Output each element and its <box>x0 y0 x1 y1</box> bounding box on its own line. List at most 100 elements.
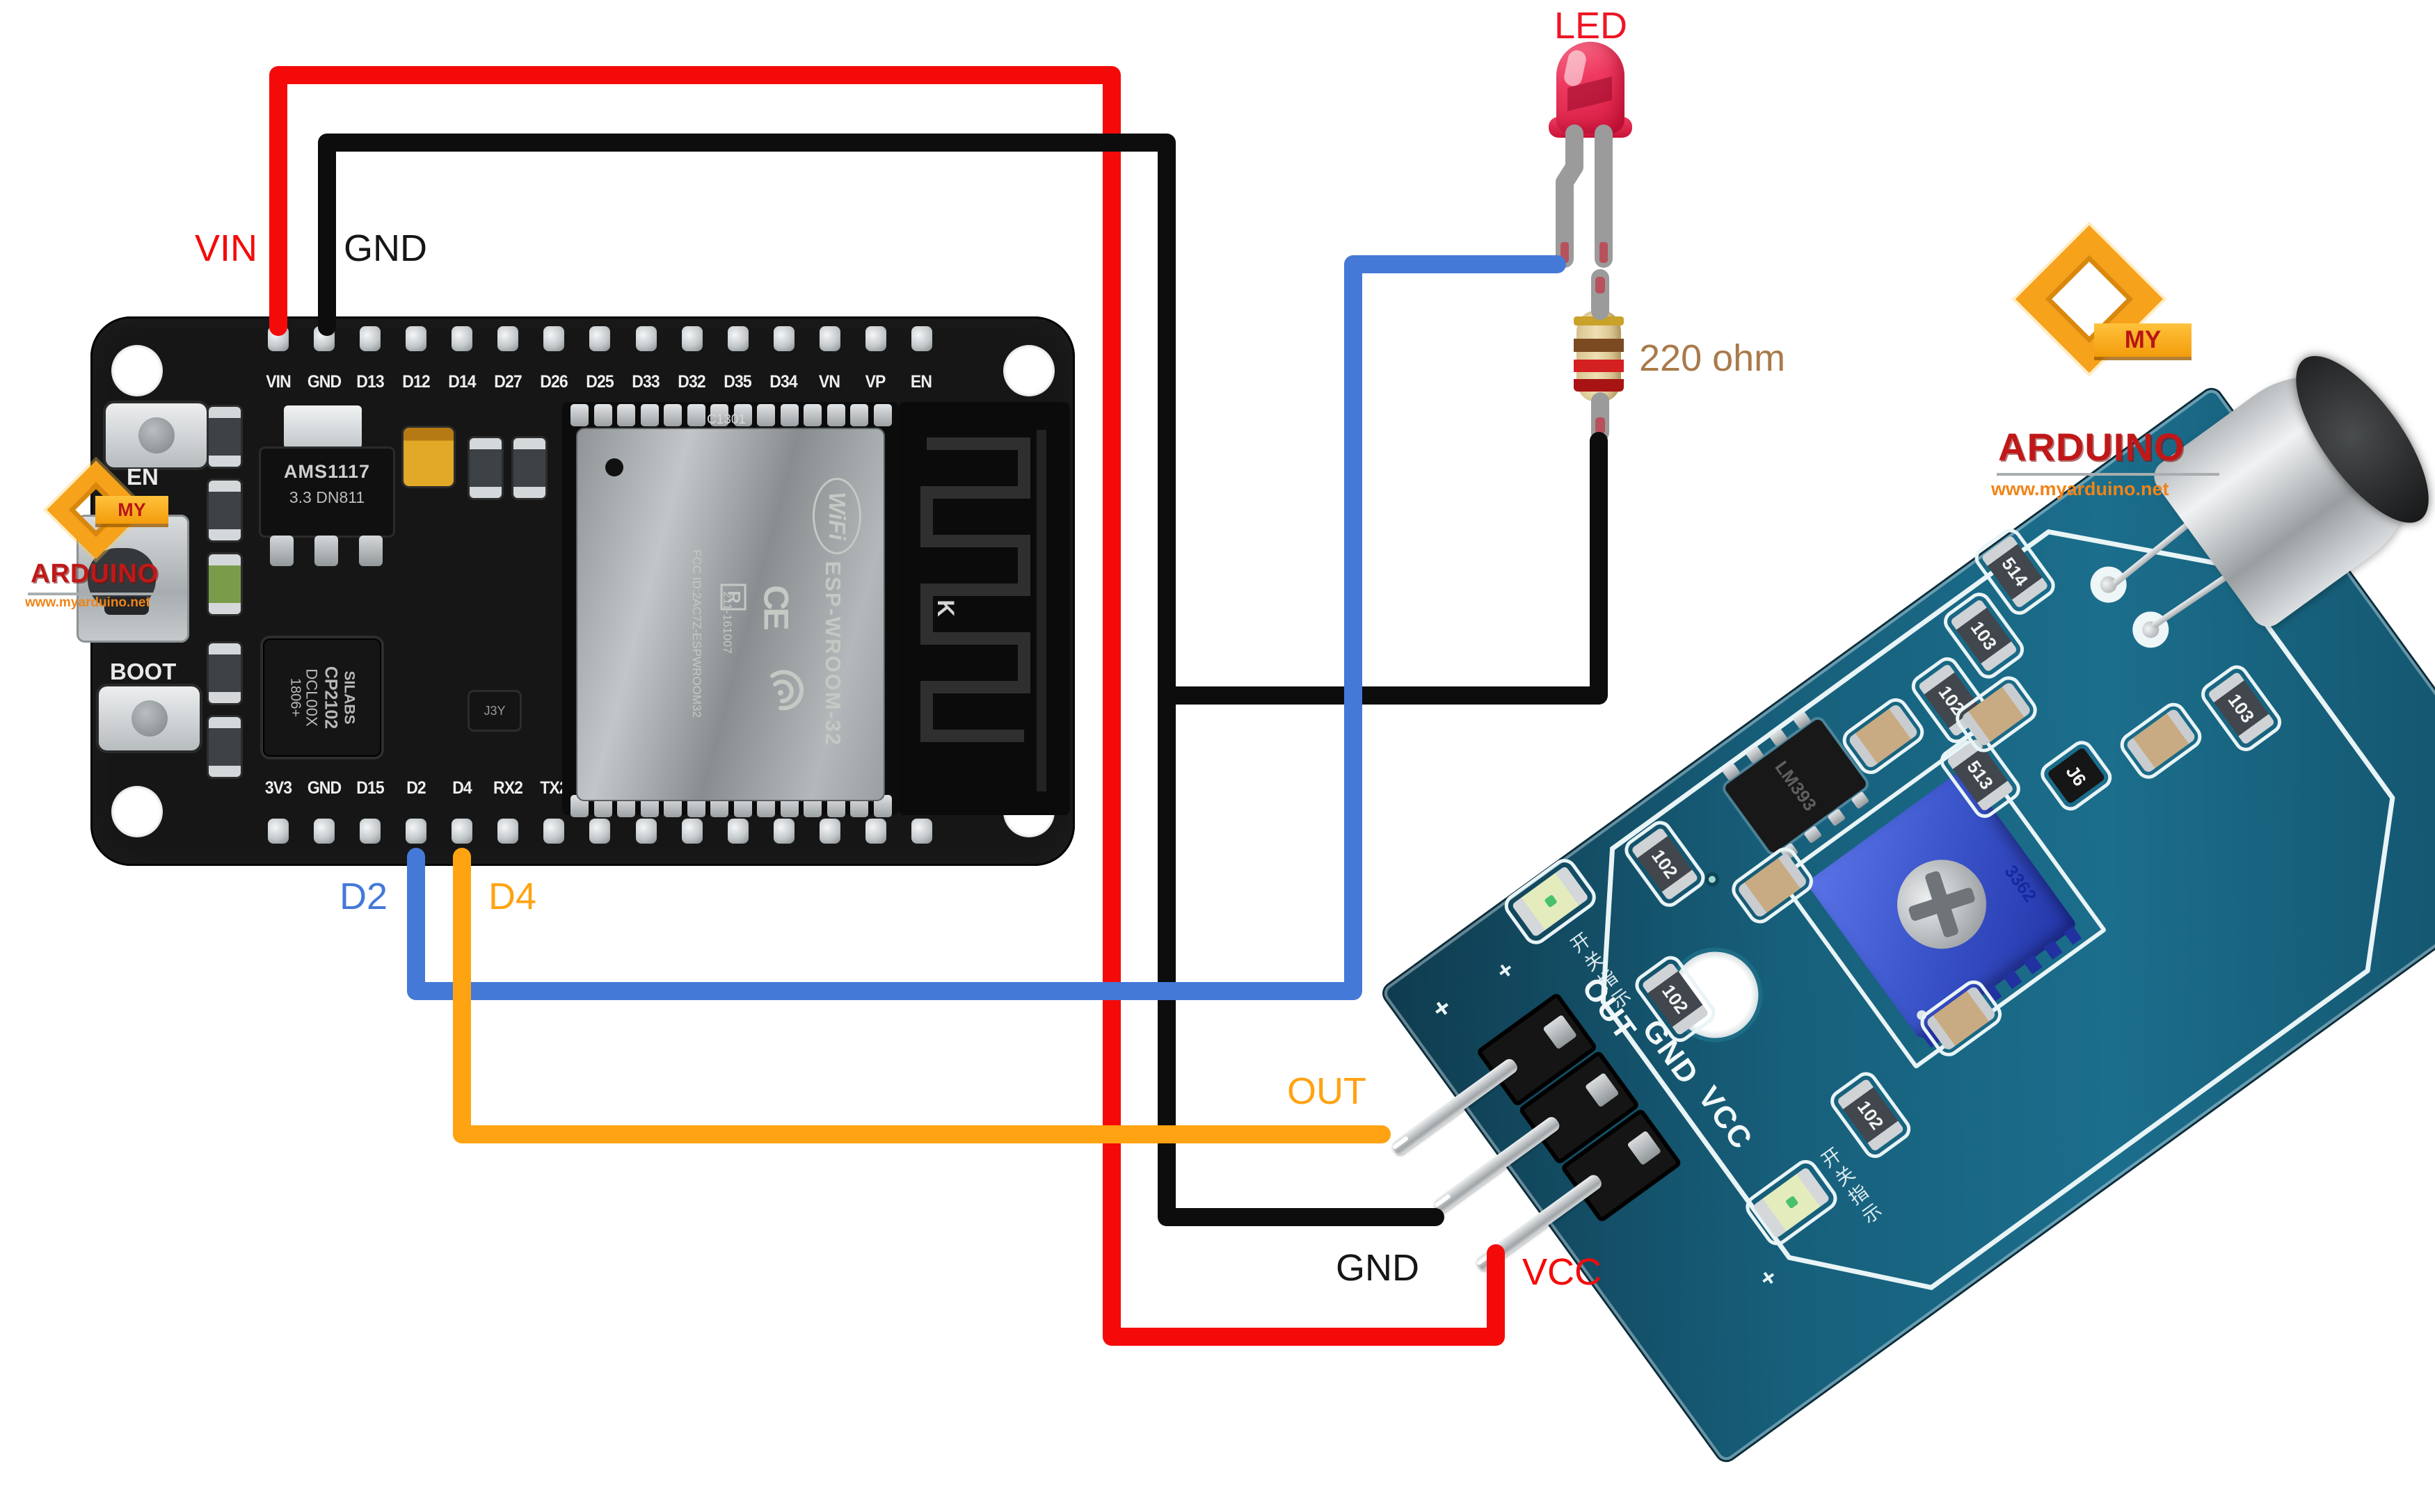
smd-part <box>209 554 241 614</box>
myarduino-logo-right: MY ARDUINO www.myarduino.net <box>1969 195 2261 515</box>
resistor-220ohm <box>1574 311 1624 401</box>
pin-label: D25 <box>586 372 614 392</box>
pin <box>727 819 749 844</box>
voltage-regulator: AMS1117 3.3 DN811 <box>261 449 393 536</box>
ref-designator: C1301 <box>707 412 746 427</box>
pin <box>543 326 565 351</box>
module-pad <box>804 404 822 426</box>
pin-label: D26 <box>540 372 568 392</box>
module-pad <box>733 404 752 426</box>
module-pad <box>640 404 659 426</box>
module-pad <box>617 404 636 426</box>
label-vin: VIN <box>194 227 257 269</box>
pin <box>911 326 932 351</box>
pin <box>452 326 473 351</box>
pin <box>543 819 565 844</box>
pin-label: D33 <box>632 372 660 392</box>
module-pad <box>827 404 845 426</box>
logo-arduino-text: ARDUINO <box>31 559 159 588</box>
esp32-bottom-pin-row <box>268 819 932 844</box>
module-pad <box>780 404 799 426</box>
module-pad <box>570 404 589 426</box>
label-220ohm: 220 ohm <box>1639 337 1786 379</box>
resistor-band-gold <box>1574 316 1624 325</box>
logo-underline <box>28 593 179 595</box>
pin <box>360 326 381 351</box>
pin <box>635 326 657 351</box>
pin-label: RX2 <box>493 778 523 798</box>
logo-url: www.myarduino.net <box>25 595 150 610</box>
pin-label: VIN <box>266 372 292 392</box>
smd-part <box>209 481 241 540</box>
smd-part <box>209 717 241 777</box>
mounting-hole <box>1003 345 1055 396</box>
logo-my-box: MY <box>2094 323 2192 357</box>
espressif-logo <box>770 670 804 711</box>
led-legs <box>1556 124 1613 442</box>
pin-label: D27 <box>494 372 522 392</box>
module-pad <box>664 404 682 426</box>
tantalum-capacitor <box>404 428 454 486</box>
regulator-marking: AMS1117 <box>283 461 371 482</box>
pin-label: D14 <box>448 372 476 392</box>
pin-label: D2 <box>406 778 426 798</box>
smd-part <box>209 643 241 703</box>
mounting-hole <box>111 345 163 396</box>
pin <box>773 326 795 351</box>
pin-label: GND <box>307 778 342 798</box>
shield-dimple <box>605 458 623 476</box>
pin <box>360 819 381 844</box>
pin <box>314 819 335 844</box>
sound-sensor-board: OUT GND VCC + 开关指示 + 开关指示 + LM393 3362 5… <box>1380 336 2435 1464</box>
module-pad <box>593 404 612 426</box>
pin <box>589 819 611 844</box>
module-pad <box>710 404 729 426</box>
smd-part <box>470 438 502 498</box>
pin <box>911 819 932 844</box>
wiring-diagram-canvas: { "colors": { "wire_red": "#f50a0a", "wi… <box>0 0 2435 1390</box>
label-vcc: VCC <box>1522 1251 1602 1293</box>
pin-label: VP <box>865 372 886 392</box>
pin <box>406 326 427 351</box>
pin <box>865 326 886 351</box>
transistor: J3Y <box>470 692 520 730</box>
logo-my-text: MY <box>118 499 146 520</box>
wroom-shield <box>576 428 885 801</box>
module-pad <box>850 404 869 426</box>
mounting-hole <box>111 786 163 837</box>
pin-label: D4 <box>452 778 472 798</box>
pin <box>819 819 840 844</box>
pin-label: D34 <box>769 372 797 392</box>
regulator-tab <box>284 405 362 449</box>
en-button <box>106 403 207 467</box>
logo-my-box: MY <box>95 496 168 524</box>
silkscreen-octagon <box>1600 529 2395 1290</box>
regulator-leg <box>359 536 383 566</box>
label-led: LED <box>1554 5 1628 47</box>
label-out: OUT <box>1287 1070 1366 1112</box>
logo-url: www.myarduino.net <box>1991 478 2169 499</box>
pin-label: D32 <box>678 372 705 392</box>
smd-part <box>513 438 545 498</box>
pin <box>635 819 657 844</box>
pin <box>268 819 289 844</box>
pin <box>819 326 840 351</box>
pin <box>681 819 703 844</box>
micro-usb-port <box>77 515 189 643</box>
wire-vin-red <box>269 66 1505 1346</box>
boot-button-label: BOOT <box>110 659 177 684</box>
module-pads-top <box>570 404 892 426</box>
pin <box>497 326 519 351</box>
wire-layer <box>269 66 1613 1346</box>
pin <box>865 819 886 844</box>
wire-d2-blue <box>407 255 1566 1000</box>
resistor-band-red <box>1574 360 1624 372</box>
pin-label: GND <box>307 372 342 392</box>
pin <box>589 326 611 351</box>
pin-label: EN <box>910 372 932 392</box>
module-pad <box>873 404 892 426</box>
label-d2: D2 <box>340 876 388 917</box>
label-gnd-top: GND <box>344 227 427 269</box>
esp32-top-pin-row <box>268 326 932 351</box>
